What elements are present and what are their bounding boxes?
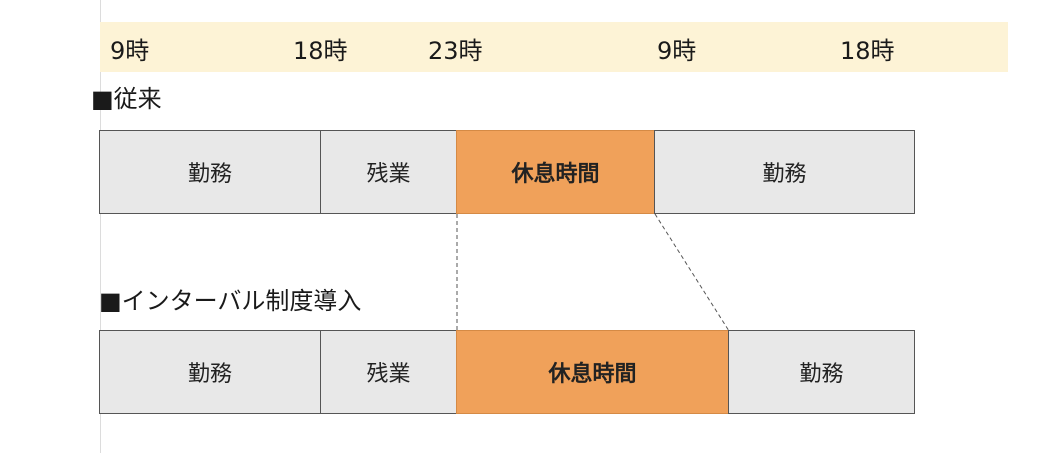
rest-end-connector: [654, 213, 730, 332]
conventional-work-segment: 勤務: [99, 130, 321, 214]
time-axis: 9時 18時 23時 9時 18時: [100, 22, 1008, 72]
interval-rest-segment: 休息時間: [456, 330, 729, 414]
tick-9h-next: 9時: [657, 37, 697, 65]
tick-18h: 18時: [293, 37, 348, 65]
tick-23h: 23時: [428, 37, 483, 65]
tick-18h-next: 18時: [840, 37, 895, 65]
conventional-next-work-segment: 勤務: [654, 130, 915, 214]
left-guide-line: [100, 0, 101, 453]
interval-overtime-segment: 残業: [320, 330, 457, 414]
interval-system-label: ■インターバル制度導入: [99, 287, 362, 315]
conventional-overtime-segment: 残業: [320, 130, 457, 214]
conventional-label: ■従来: [91, 85, 162, 113]
conventional-rest-segment: 休息時間: [456, 130, 655, 214]
tick-9h: 9時: [110, 37, 150, 65]
interval-next-work-segment: 勤務: [728, 330, 915, 414]
interval-work-segment: 勤務: [99, 330, 321, 414]
